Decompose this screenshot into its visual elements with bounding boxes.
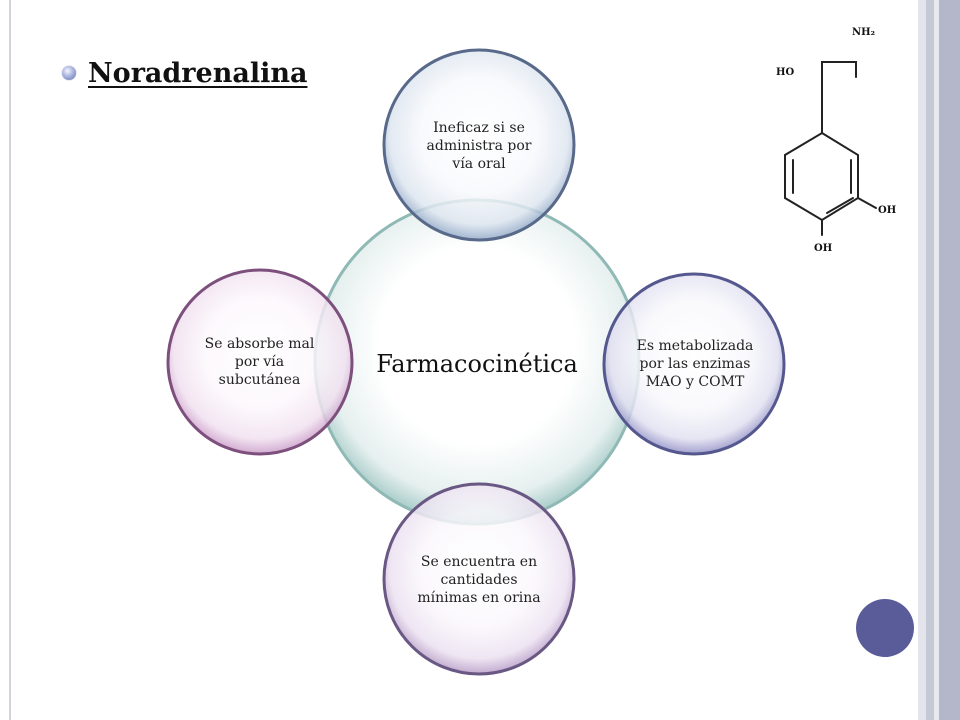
noradrenaline-structure: NH₂ HO OH OH: [760, 15, 910, 259]
navigation-dot[interactable]: [856, 599, 914, 657]
left-border-line: [9, 0, 11, 720]
oh-bottom-label: OH: [814, 243, 833, 254]
item-label-bottom: Se encuentra en cantidades mínimas en or…: [417, 554, 541, 606]
slide-title: Noradrenalina: [88, 57, 308, 89]
right-side-band: [934, 0, 939, 720]
item-circle-bottom: [382, 482, 576, 676]
item-circle-left: [166, 268, 354, 456]
item-label-right: Es metabolizada por las enzimas MAO y CO…: [636, 338, 754, 390]
molecule-bonds: [784, 61, 877, 236]
center-label: Farmacocinética: [376, 350, 578, 378]
bullet-icon: [62, 66, 76, 80]
item-label-top: Ineficaz si se administra por vía oral: [426, 120, 532, 172]
nh2-label: NH₂: [852, 27, 875, 38]
right-side-band: [926, 0, 934, 720]
item-label-left: Se absorbe mal por vía subcutánea: [204, 336, 315, 388]
item-circle-top: [382, 48, 576, 242]
right-side-band: [918, 0, 926, 720]
ho-label: HO: [776, 67, 795, 78]
oh-right-label: OH: [878, 205, 897, 216]
item-circle-right: [602, 272, 786, 456]
right-side-band: [939, 0, 960, 720]
title-row: Noradrenalina: [62, 55, 307, 91]
